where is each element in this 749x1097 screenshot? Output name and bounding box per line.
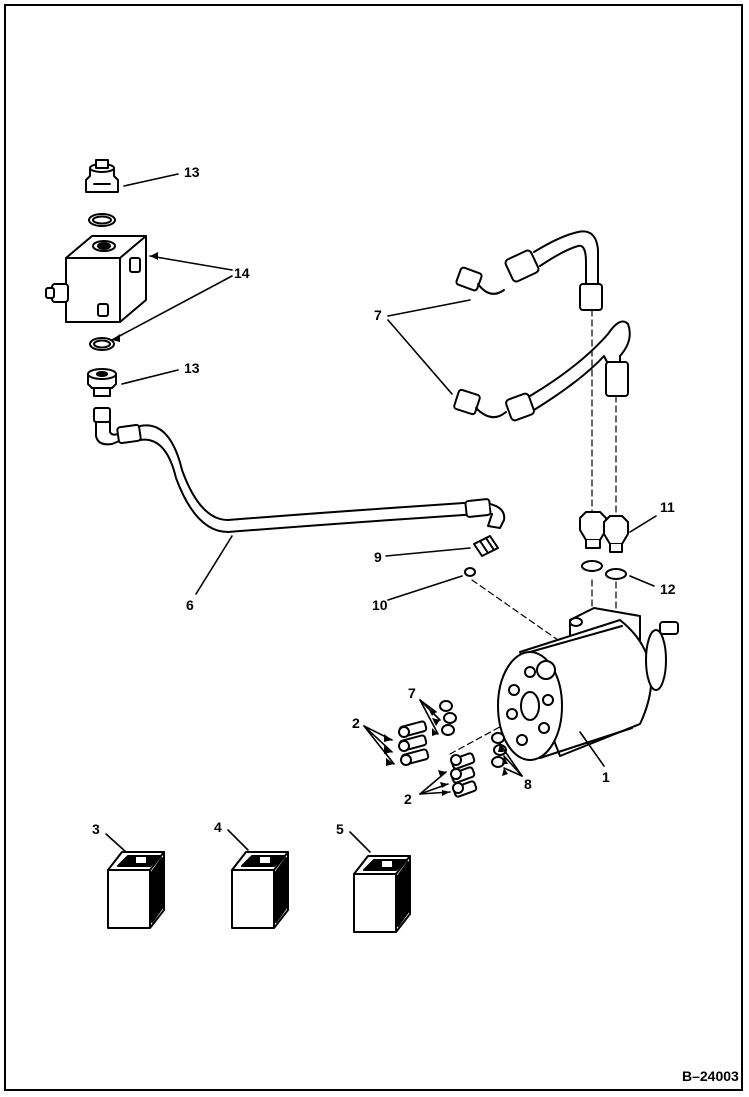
callout-labels: 13 14 13 7 6 9 10 11 12 1 7 2 2 8 3 4 5 … [92,164,739,1084]
callout-leaders [105,173,657,853]
callout-6: 6 [186,597,194,613]
decal-pack-5 [353,855,411,933]
o-ring-12-a [581,560,603,572]
callout-4: 4 [214,819,222,835]
callout-7-hoses: 7 [374,307,382,323]
hydraulic-motor-1 [497,607,679,761]
fitting-13-bottom [87,368,117,397]
callout-12: 12 [660,581,676,597]
callout-3: 3 [92,821,100,837]
callout-13-bottom: 13 [184,360,200,376]
callout-5: 5 [336,821,344,837]
bolts-2-left [398,720,430,766]
callout-9: 9 [374,549,382,565]
fitting-13-top [85,159,119,193]
callout-2-left: 2 [352,715,360,731]
bolts-2-lower [450,752,478,798]
hoses-7 [453,230,631,422]
leader-arrowheads [112,252,508,796]
callout-8: 8 [524,776,532,792]
washer-10 [464,567,476,577]
callout-10: 10 [372,597,388,613]
decal-pack-4 [231,851,289,929]
callout-11: 11 [660,499,675,515]
callout-1: 1 [602,769,610,785]
decal-pack-3 [107,851,165,929]
figure-number: B–24003 [682,1068,739,1084]
valve-block [45,235,147,323]
callout-13-top: 13 [184,164,200,180]
fitting-9 [473,535,499,557]
callout-7-washers: 7 [408,685,416,701]
o-ring-12-b [605,568,627,580]
callout-14: 14 [234,265,250,281]
hose-6 [93,407,506,533]
washers-7 [439,700,457,736]
o-ring-14-bottom [89,337,115,351]
callout-2-lower: 2 [404,791,412,807]
o-ring-14-top [88,213,116,227]
adapters-11 [579,511,629,553]
